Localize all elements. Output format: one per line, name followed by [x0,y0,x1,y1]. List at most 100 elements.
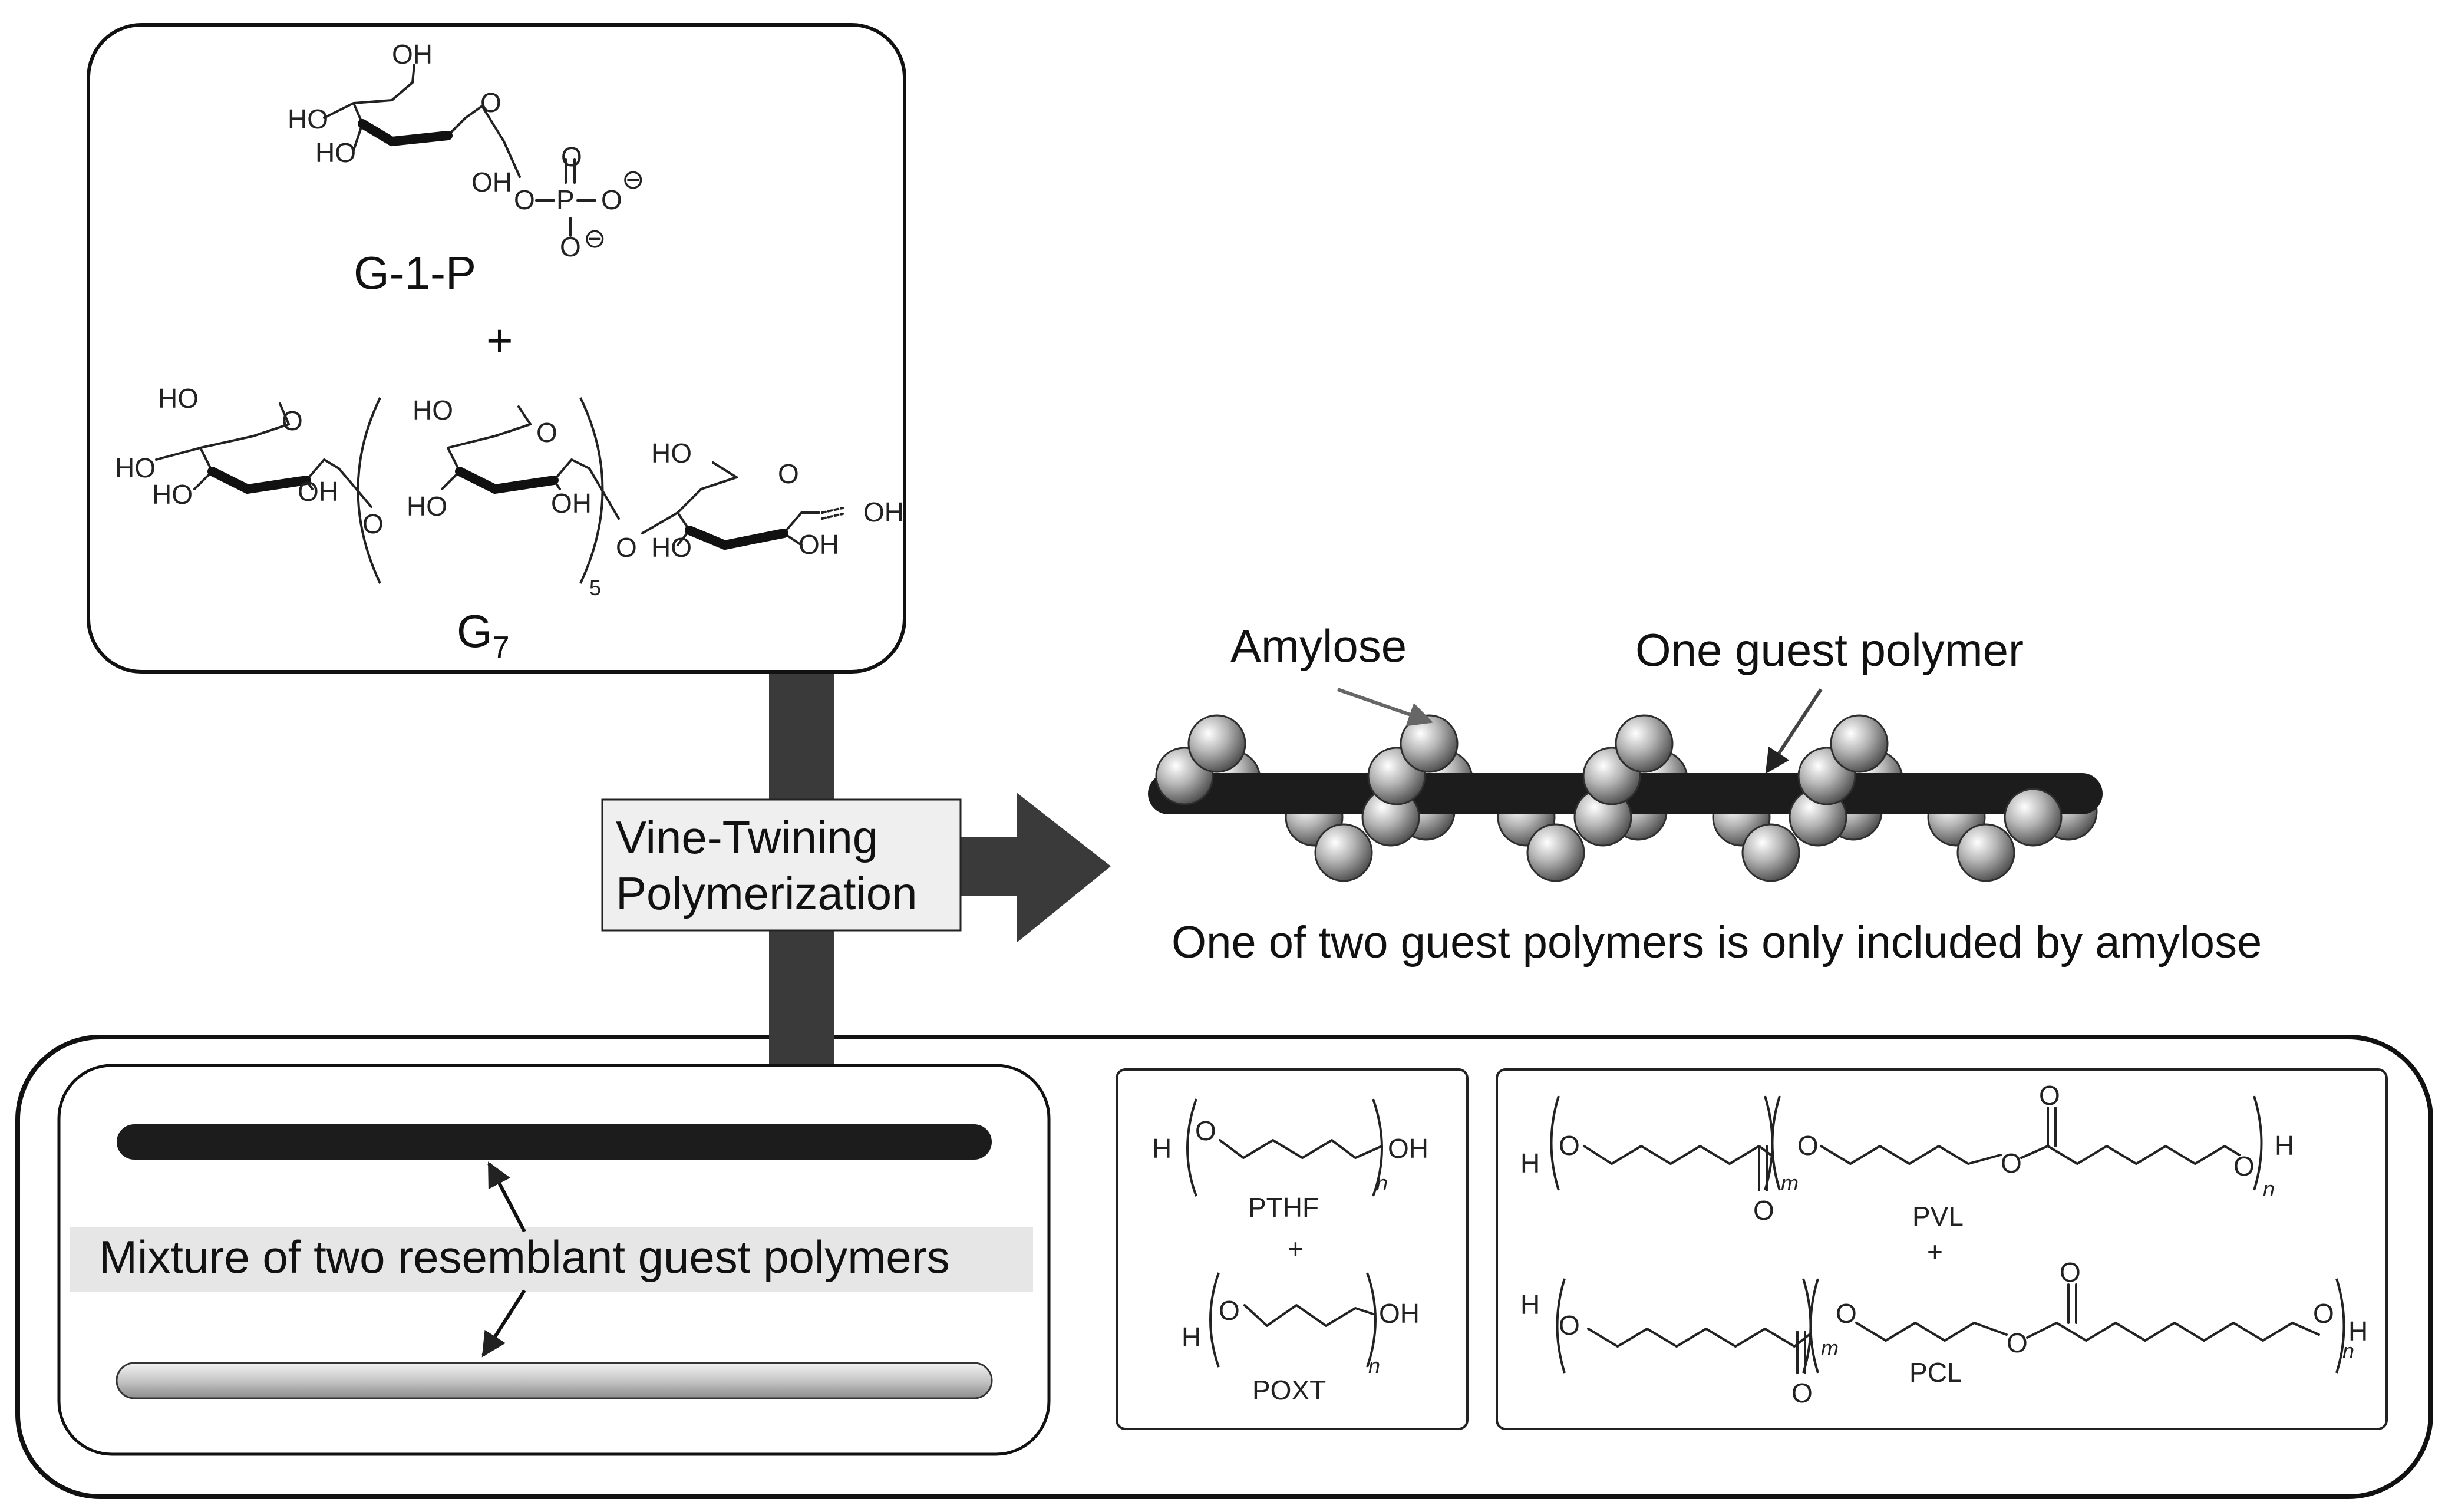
pvl-h-right: H [2275,1130,2294,1161]
amylose-glucose-unit [1830,714,1889,773]
pvl-o1: O [1559,1130,1580,1161]
poxt-o: O [1219,1295,1240,1326]
pcl-m: m [1821,1336,1839,1360]
amylose-glucose-unit [1526,823,1585,882]
guest-polymer-label: One guest polymer [1635,624,2024,676]
connector-bar-join [769,1025,834,1061]
pthf-n: n [1376,1171,1388,1195]
pcl-o2: O [1836,1298,1857,1329]
g7-u3-ring-o: O [778,458,799,489]
pcl-h-left: H [1520,1289,1540,1320]
g1p-structure: OH HO HO OH O O P O O O ⊖ ⊖ [288,39,645,262]
pvl-h-left: H [1520,1148,1540,1178]
amylose-glucose-unit [2004,788,2063,847]
pthf-name: PTHF [1248,1192,1319,1223]
g7-u1-oh: OH [298,476,338,507]
product-caption: One of two guest polymers is only includ… [1172,917,2262,968]
g7-u2-ho-bottom: HO [407,491,447,521]
pair2-plus: + [1927,1236,1943,1267]
pthf-h: H [1152,1133,1172,1164]
amylose-complex [1148,714,2103,882]
process-arrow [955,793,1111,943]
pcl-carbonyl-o2: O [2060,1257,2081,1287]
grey-guest-polymer [116,1362,993,1399]
process-line-2: Polymerization [616,867,918,919]
g7-repeat-5: 5 [589,576,601,600]
pvl-carbonyl-o: O [1753,1195,1774,1226]
process-label: Vine-Twining Polymerization [601,798,962,932]
g1p-oh-top: OH [392,39,433,70]
g7-u2-ring-o: O [536,417,557,448]
g7-structure: HO HO HO OH O O HO HO OH O 5 O HO HO OH … [115,383,904,600]
g7-u3-oh: OH [798,529,839,560]
g7-u1-ho-left: HO [115,453,156,483]
g7-label-subscript: 7 [493,630,510,665]
pcl-n: n [2342,1339,2354,1363]
reactants-box [87,23,906,674]
g7-u1-ring-o: O [282,405,303,436]
pcl-h-right: H [2348,1316,2368,1346]
pvl-name: PVL [1912,1201,1964,1232]
poxt-name: POXT [1252,1375,1326,1405]
g7-link-o-1: O [362,509,384,539]
g7-u1-ho-bottom: HO [152,479,193,510]
amylose-glucose-unit [1187,714,1246,773]
g1p-ho-1: HO [288,104,328,134]
mixture-label-bg [70,1227,1033,1292]
g1p-o-right: O [601,184,622,215]
mixture-arrow-down [481,1289,526,1358]
g7-u3-ho-bottom: HO [651,532,692,563]
pcl-o3: O [2007,1328,2028,1358]
pair1-plus: + [1288,1233,1304,1264]
poxt-n: n [1368,1353,1380,1378]
g1p-o-link: O [514,184,535,215]
guest-polymer-pointer [1765,688,1823,774]
pvl-o2: O [1797,1130,1819,1161]
g7-label: G7 [457,605,510,665]
g1p-oh-bottom: OH [471,167,512,197]
g7-u3-oh-end: OH [863,497,904,527]
pcl-carbonyl-o: O [1791,1378,1813,1408]
g7-u2-oh: OH [551,488,592,519]
g1p-ho-2: HO [315,137,356,168]
pvl-structure: H O O m O O O O H n [1520,1080,2294,1226]
g7-u2-ho-top: HO [413,395,453,425]
g7-u1-ho-top: HO [158,383,199,414]
pvl-o3: O [2001,1148,2022,1178]
pair2-box [1496,1068,2388,1430]
amylose-glucose-unit [1615,714,1674,773]
poxt-structure: H O OH n [1182,1272,1420,1378]
dark-guest-polymer [117,1124,992,1160]
pcl-o1: O [1559,1310,1580,1341]
g1p-minus-2: ⊖ [583,223,606,253]
g1p-o-down: O [560,232,581,262]
pvl-m: m [1781,1171,1799,1195]
pvl-o4: O [2233,1151,2255,1181]
poxt-h: H [1182,1322,1201,1352]
amylose-glucose-unit [1314,823,1373,882]
amylose-glucose-unit [1400,714,1459,773]
pthf-oh: OH [1388,1133,1428,1164]
guest-polymers-box [15,1035,2433,1499]
amylose-glucose-unit [1741,823,1800,882]
pthf-o: O [1195,1115,1216,1146]
g7-link-o-2: O [616,532,637,563]
process-line-1: Vine-Twining [616,811,878,863]
reactant-plus: + [486,315,513,367]
pvl-carbonyl-o2: O [2039,1080,2060,1111]
pcl-name: PCL [1909,1357,1962,1388]
g7-u3-ho-top: HO [651,438,692,468]
g1p-p: P [556,184,575,215]
pcl-o4: O [2313,1298,2334,1329]
amylose-glucose-unit [1956,823,2015,882]
pcl-structure: H O O m O O O O H n [1520,1257,2368,1408]
amylose-label: Amylose [1230,620,1407,672]
g1p-o-up: O [561,141,582,172]
g1p-minus-1: ⊖ [622,164,645,194]
mixture-arrow-up [487,1161,526,1233]
g1p-label: G-1-P [354,247,476,299]
mixture-label: Mixture of two resemblant guest polymers [99,1231,950,1283]
pvl-n: n [2263,1177,2275,1201]
